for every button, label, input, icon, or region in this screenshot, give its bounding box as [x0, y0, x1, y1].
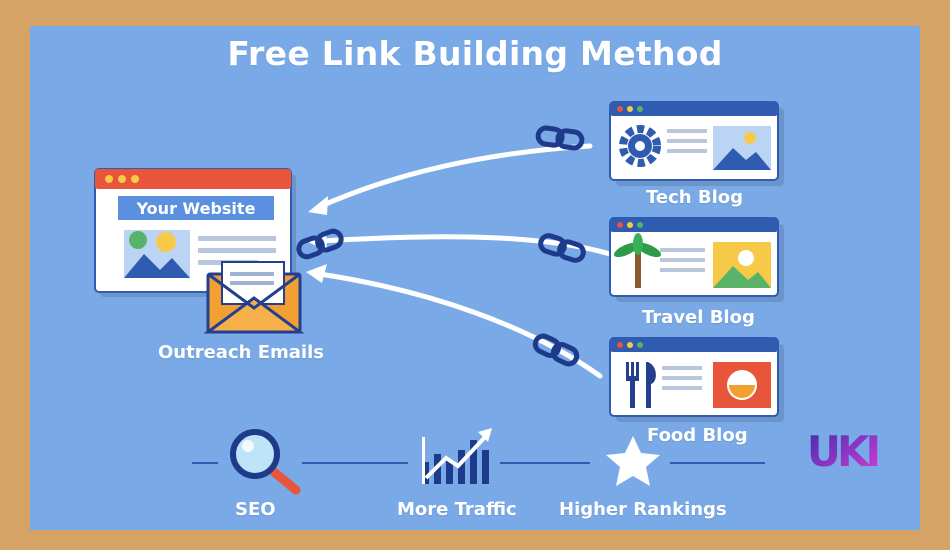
arrow-tech-to-site [314, 143, 593, 211]
outreach-emails-label: Outreach Emails [158, 342, 324, 363]
your-website-header: Your Website [136, 199, 256, 218]
connection-layer: Your Website [94, 101, 882, 495]
link-arrows [314, 143, 613, 379]
higher-rankings-label: Higher Rankings [559, 499, 727, 520]
landscape-image-icon [124, 230, 190, 278]
landscape-image-icon [713, 242, 771, 288]
palm-tree-icon [614, 233, 661, 288]
arrowhead-tech [308, 196, 328, 215]
travel-blog-label: Travel Blog [642, 307, 755, 328]
landscape-image-icon [713, 126, 771, 170]
food-plate-image-icon [713, 362, 771, 408]
uki-logo: UKI [807, 427, 882, 476]
logo-text: UKI [807, 427, 878, 476]
seo-label: SEO [235, 499, 276, 520]
more-traffic-label: More Traffic [397, 499, 517, 520]
tech-blog-window [609, 101, 784, 186]
chain-link-icon [532, 333, 580, 367]
diagram-canvas: Your Website [30, 26, 920, 530]
arrowhead-food [306, 264, 327, 283]
trending-chart-icon [422, 428, 492, 484]
travel-blog-window [609, 217, 784, 302]
arrow-food-to-site [317, 271, 603, 379]
gear-icon [619, 125, 661, 167]
food-blog-window [609, 337, 784, 422]
envelope-icon [203, 261, 305, 334]
fork-knife-icon [626, 362, 656, 408]
star-icon [606, 436, 660, 486]
chain-link-icon [535, 125, 585, 151]
magnifier-icon [230, 429, 301, 495]
food-blog-label: Food Blog [647, 425, 748, 446]
chain-link-icon [538, 233, 586, 263]
tech-blog-label: Tech Blog [646, 187, 743, 208]
page-title: Free Link Building Method [227, 34, 723, 73]
chain-link-icon [296, 228, 344, 260]
